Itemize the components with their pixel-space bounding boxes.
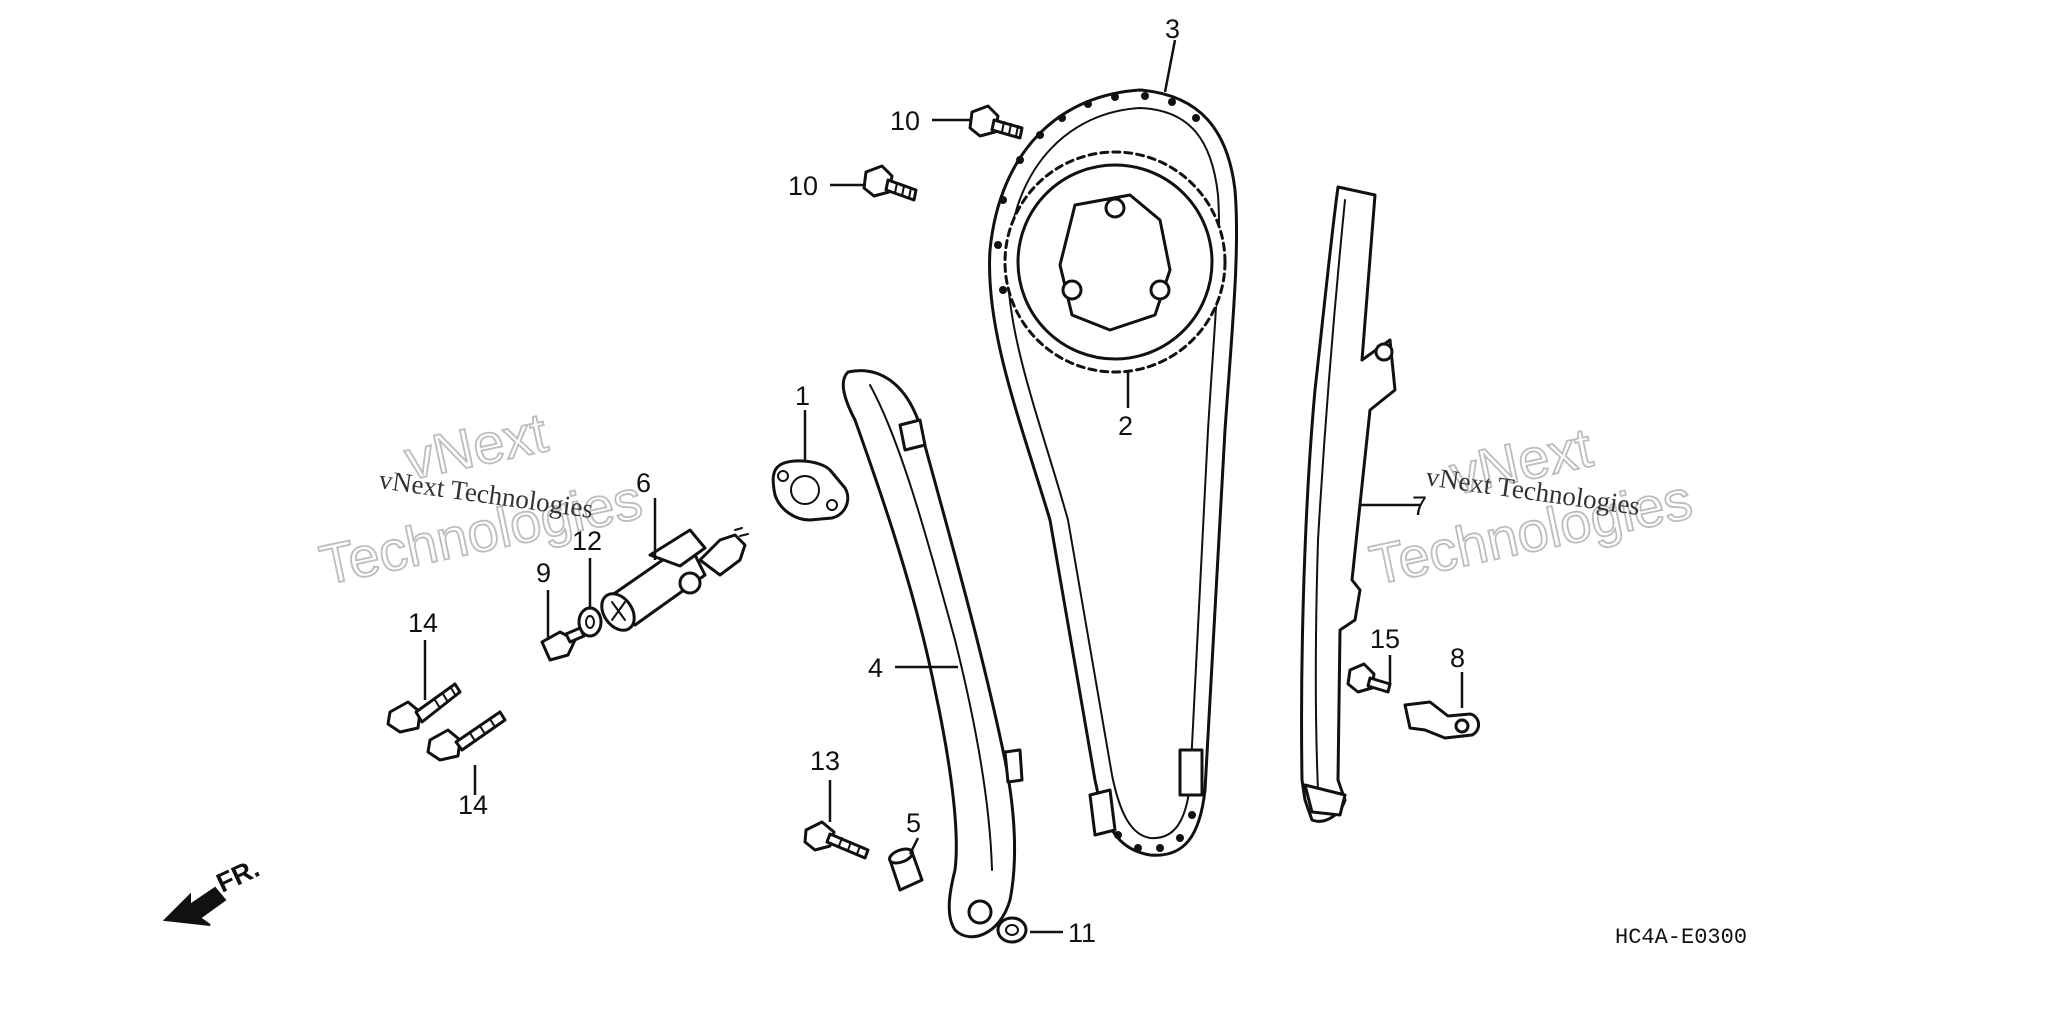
leader-lines	[423, 39, 1464, 934]
callout-13: 13	[810, 746, 840, 776]
bolt-15	[1346, 662, 1392, 694]
callout-6: 6	[636, 468, 651, 498]
bolt-13	[803, 820, 870, 860]
cam-chain-guide	[1300, 185, 1397, 823]
callout-7: 7	[1412, 491, 1427, 521]
bolt-14-lower	[426, 710, 507, 762]
callout-5: 5	[906, 808, 921, 838]
callout-15: 15	[1370, 624, 1400, 654]
watermark-left: vNext Technologies vNext Technologies	[313, 399, 648, 597]
cam-sprocket	[1003, 150, 1227, 374]
callout-3: 3	[1165, 14, 1180, 44]
tensioner-gasket	[771, 459, 850, 522]
callout-10-lower: 10	[788, 171, 818, 201]
callout-14-upper: 14	[408, 608, 438, 638]
bolt-10-lower	[862, 164, 918, 202]
callout-labels: 3 2 1 4 5 6 7 8 9 10 10 11 12 13 14 14 1…	[408, 14, 1465, 948]
front-direction-arrow: FR.	[162, 853, 264, 926]
callout-10-upper: 10	[890, 106, 920, 136]
bolt-10-upper	[968, 104, 1024, 140]
guide-plate	[1403, 700, 1480, 740]
callout-9: 9	[536, 558, 551, 588]
bolt-14-upper	[386, 682, 462, 734]
callout-14-lower: 14	[458, 790, 488, 820]
cam-chain-tensioner-slipper	[841, 369, 1024, 939]
collar	[888, 847, 924, 892]
front-marker-label: FR.	[212, 853, 264, 899]
diagram-code: HC4A-E0300	[1615, 925, 1747, 950]
callout-11: 11	[1068, 918, 1096, 948]
callout-2: 2	[1118, 411, 1133, 441]
callout-8: 8	[1450, 643, 1465, 673]
tensioner-lifter	[600, 527, 749, 632]
washer-11	[996, 916, 1028, 944]
callout-12: 12	[572, 526, 602, 556]
sealing-bolt	[540, 626, 586, 662]
chain-links-top	[994, 92, 1200, 294]
callout-1: 1	[795, 381, 810, 411]
callout-4: 4	[868, 653, 883, 683]
